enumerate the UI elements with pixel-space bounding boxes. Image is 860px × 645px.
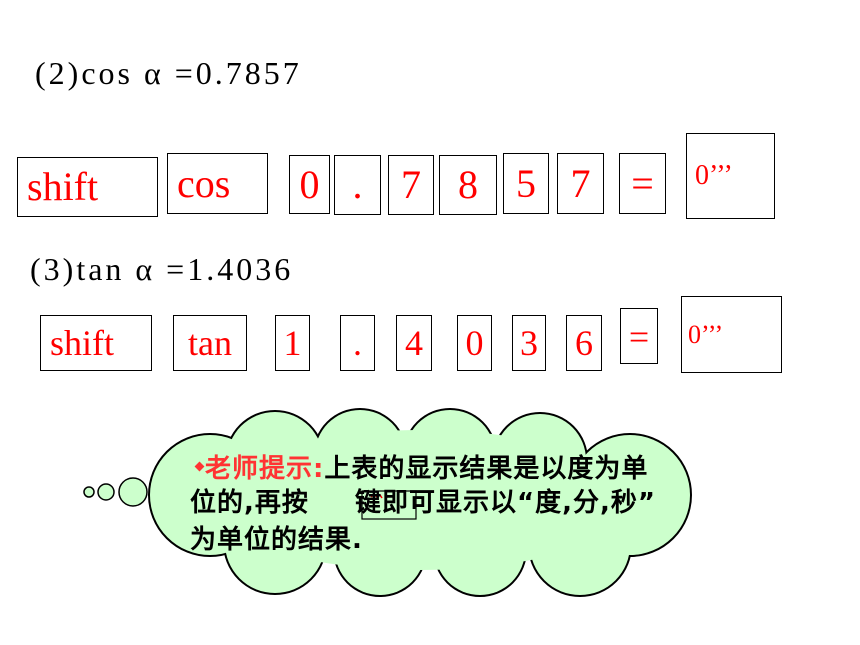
thought-bubble-small (83, 486, 95, 498)
tip-label: 老师提示: (205, 454, 325, 484)
key-decimal-point: . (340, 315, 375, 371)
tip-line-1: 老师提示:上表的显示结果是以度为单 (205, 454, 648, 484)
equation-heading-cos: (2)cos α =0.7857 (35, 55, 302, 91)
key-digit: 8 (439, 155, 497, 215)
equation-heading-tan: (3)tan α =1.4036 (30, 251, 294, 287)
thought-bubble-medium (97, 483, 115, 501)
key-digit: 7 (388, 155, 434, 215)
key-equals: = (620, 308, 658, 364)
inline-key-mark (370, 494, 388, 499)
thought-bubbles (83, 477, 148, 507)
key-digit: 7 (557, 153, 604, 214)
key-digit: 0 (289, 155, 330, 214)
key-shift: shift (17, 157, 158, 217)
tip-text-line1: 上表的显示结果是以度为单 (324, 454, 649, 484)
key-digit: 1 (275, 315, 310, 371)
key-digit: 0 (457, 315, 492, 371)
key-digit: 4 (396, 315, 432, 371)
inline-key-box (361, 490, 417, 520)
key-shift: shift (40, 315, 152, 371)
tip-line-3: 为单位的结果. (190, 525, 363, 555)
key-tan: tan (173, 315, 247, 371)
tip-line-2a: 位的,再按 (190, 488, 309, 518)
key-equals: = (619, 153, 666, 214)
key-digit: 3 (512, 315, 546, 371)
tip-line-2b: 键即可显示以“度,分,秒” (355, 488, 656, 518)
key-degree-minute-second: 0’’’ (681, 296, 782, 373)
key-decimal-point: . (334, 155, 381, 215)
key-cos: cos (167, 153, 268, 214)
key-degree-minute-second: 0’’’ (686, 133, 775, 219)
thought-bubble-large (118, 477, 148, 507)
key-digit: 5 (503, 153, 549, 214)
key-digit: 6 (566, 315, 602, 371)
cloud-fill (150, 410, 690, 595)
